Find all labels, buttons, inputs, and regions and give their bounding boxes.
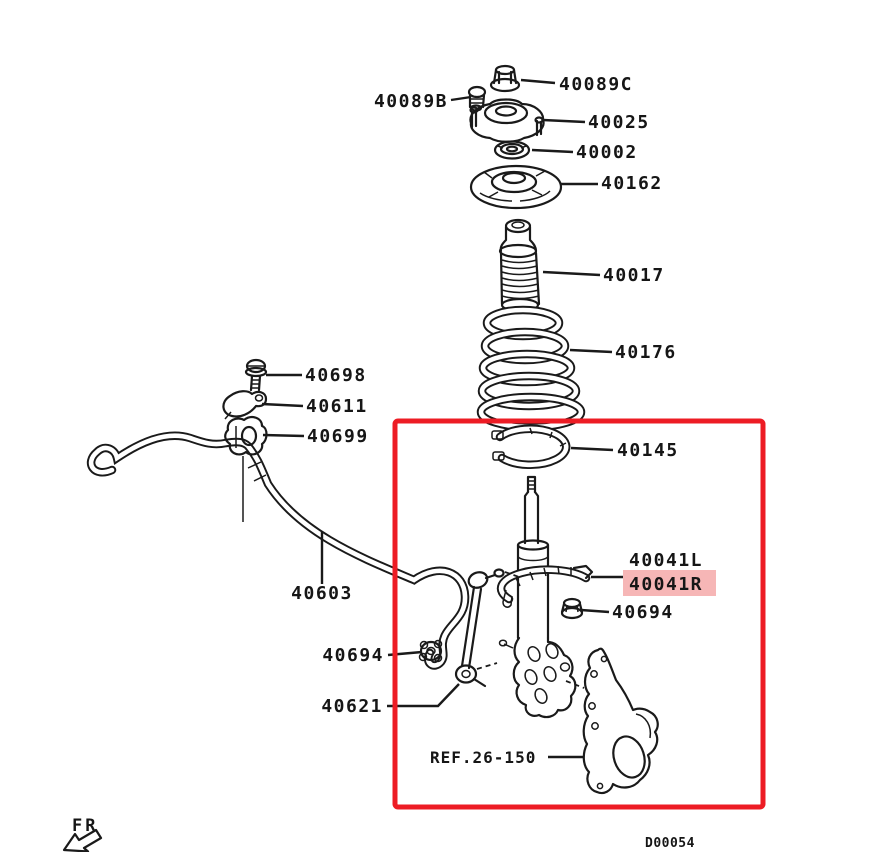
part-label-40621[interactable]: 40621 <box>321 696 383 717</box>
stabilizer-bar-drawing <box>87 431 470 670</box>
part-label-40017[interactable]: 40017 <box>603 265 665 286</box>
strut-nut-drawing <box>560 597 584 620</box>
fr-label: FR <box>72 816 98 836</box>
upper-spring-seat-drawing <box>469 164 563 210</box>
flange-nut-drawing <box>489 64 521 93</box>
part-label-ref-26-150[interactable]: REF.26-150 <box>430 748 536 767</box>
part-label-40145[interactable]: 40145 <box>617 440 679 461</box>
highlight-box <box>623 570 716 596</box>
strut-mount-drawing <box>469 98 545 143</box>
stabilizer-bracket-drawing <box>222 390 268 420</box>
part-label-40041r-highlighted[interactable]: 40041R <box>629 574 703 595</box>
part-label-40162[interactable]: 40162 <box>601 173 663 194</box>
drawing-code: D00054 <box>645 836 695 851</box>
steering-knuckle-drawing <box>565 647 659 795</box>
fr-arrow-glyph <box>62 828 103 852</box>
part-label-40694-right[interactable]: 40694 <box>612 602 674 623</box>
part-label-40694-left[interactable]: 40694 <box>322 645 384 666</box>
part-label-40002[interactable]: 40002 <box>576 142 638 163</box>
stabilizer-link-drawing <box>454 568 520 688</box>
part-label-40089c[interactable]: 40089C <box>559 74 633 95</box>
stabilizer-bolt-drawing <box>244 358 268 392</box>
part-label-40089b[interactable]: 40089B <box>374 91 448 112</box>
part-label-40698[interactable]: 40698 <box>305 365 367 386</box>
part-label-40176[interactable]: 40176 <box>615 342 677 363</box>
leader-lines <box>261 78 626 759</box>
coil-spring-drawing <box>476 305 586 432</box>
part-label-40603[interactable]: 40603 <box>291 583 353 604</box>
clamp-nut-drawing <box>418 639 443 663</box>
part-label-40025[interactable]: 40025 <box>588 112 650 133</box>
fr-direction-arrow: FR <box>62 816 103 852</box>
part-label-40611[interactable]: 40611 <box>306 396 368 417</box>
part-label-40041l[interactable]: 40041L <box>629 550 703 571</box>
strut-drawing <box>498 475 577 719</box>
dust-boot-drawing <box>498 218 541 313</box>
part-label-40699[interactable]: 40699 <box>307 426 369 447</box>
spring-seat-bracket-drawing <box>496 564 594 608</box>
snap-ring-drawing <box>491 424 571 470</box>
bearing-washer-drawing <box>493 140 531 160</box>
selection-box <box>392 418 766 810</box>
stabilizer-bushing-drawing <box>224 416 268 456</box>
